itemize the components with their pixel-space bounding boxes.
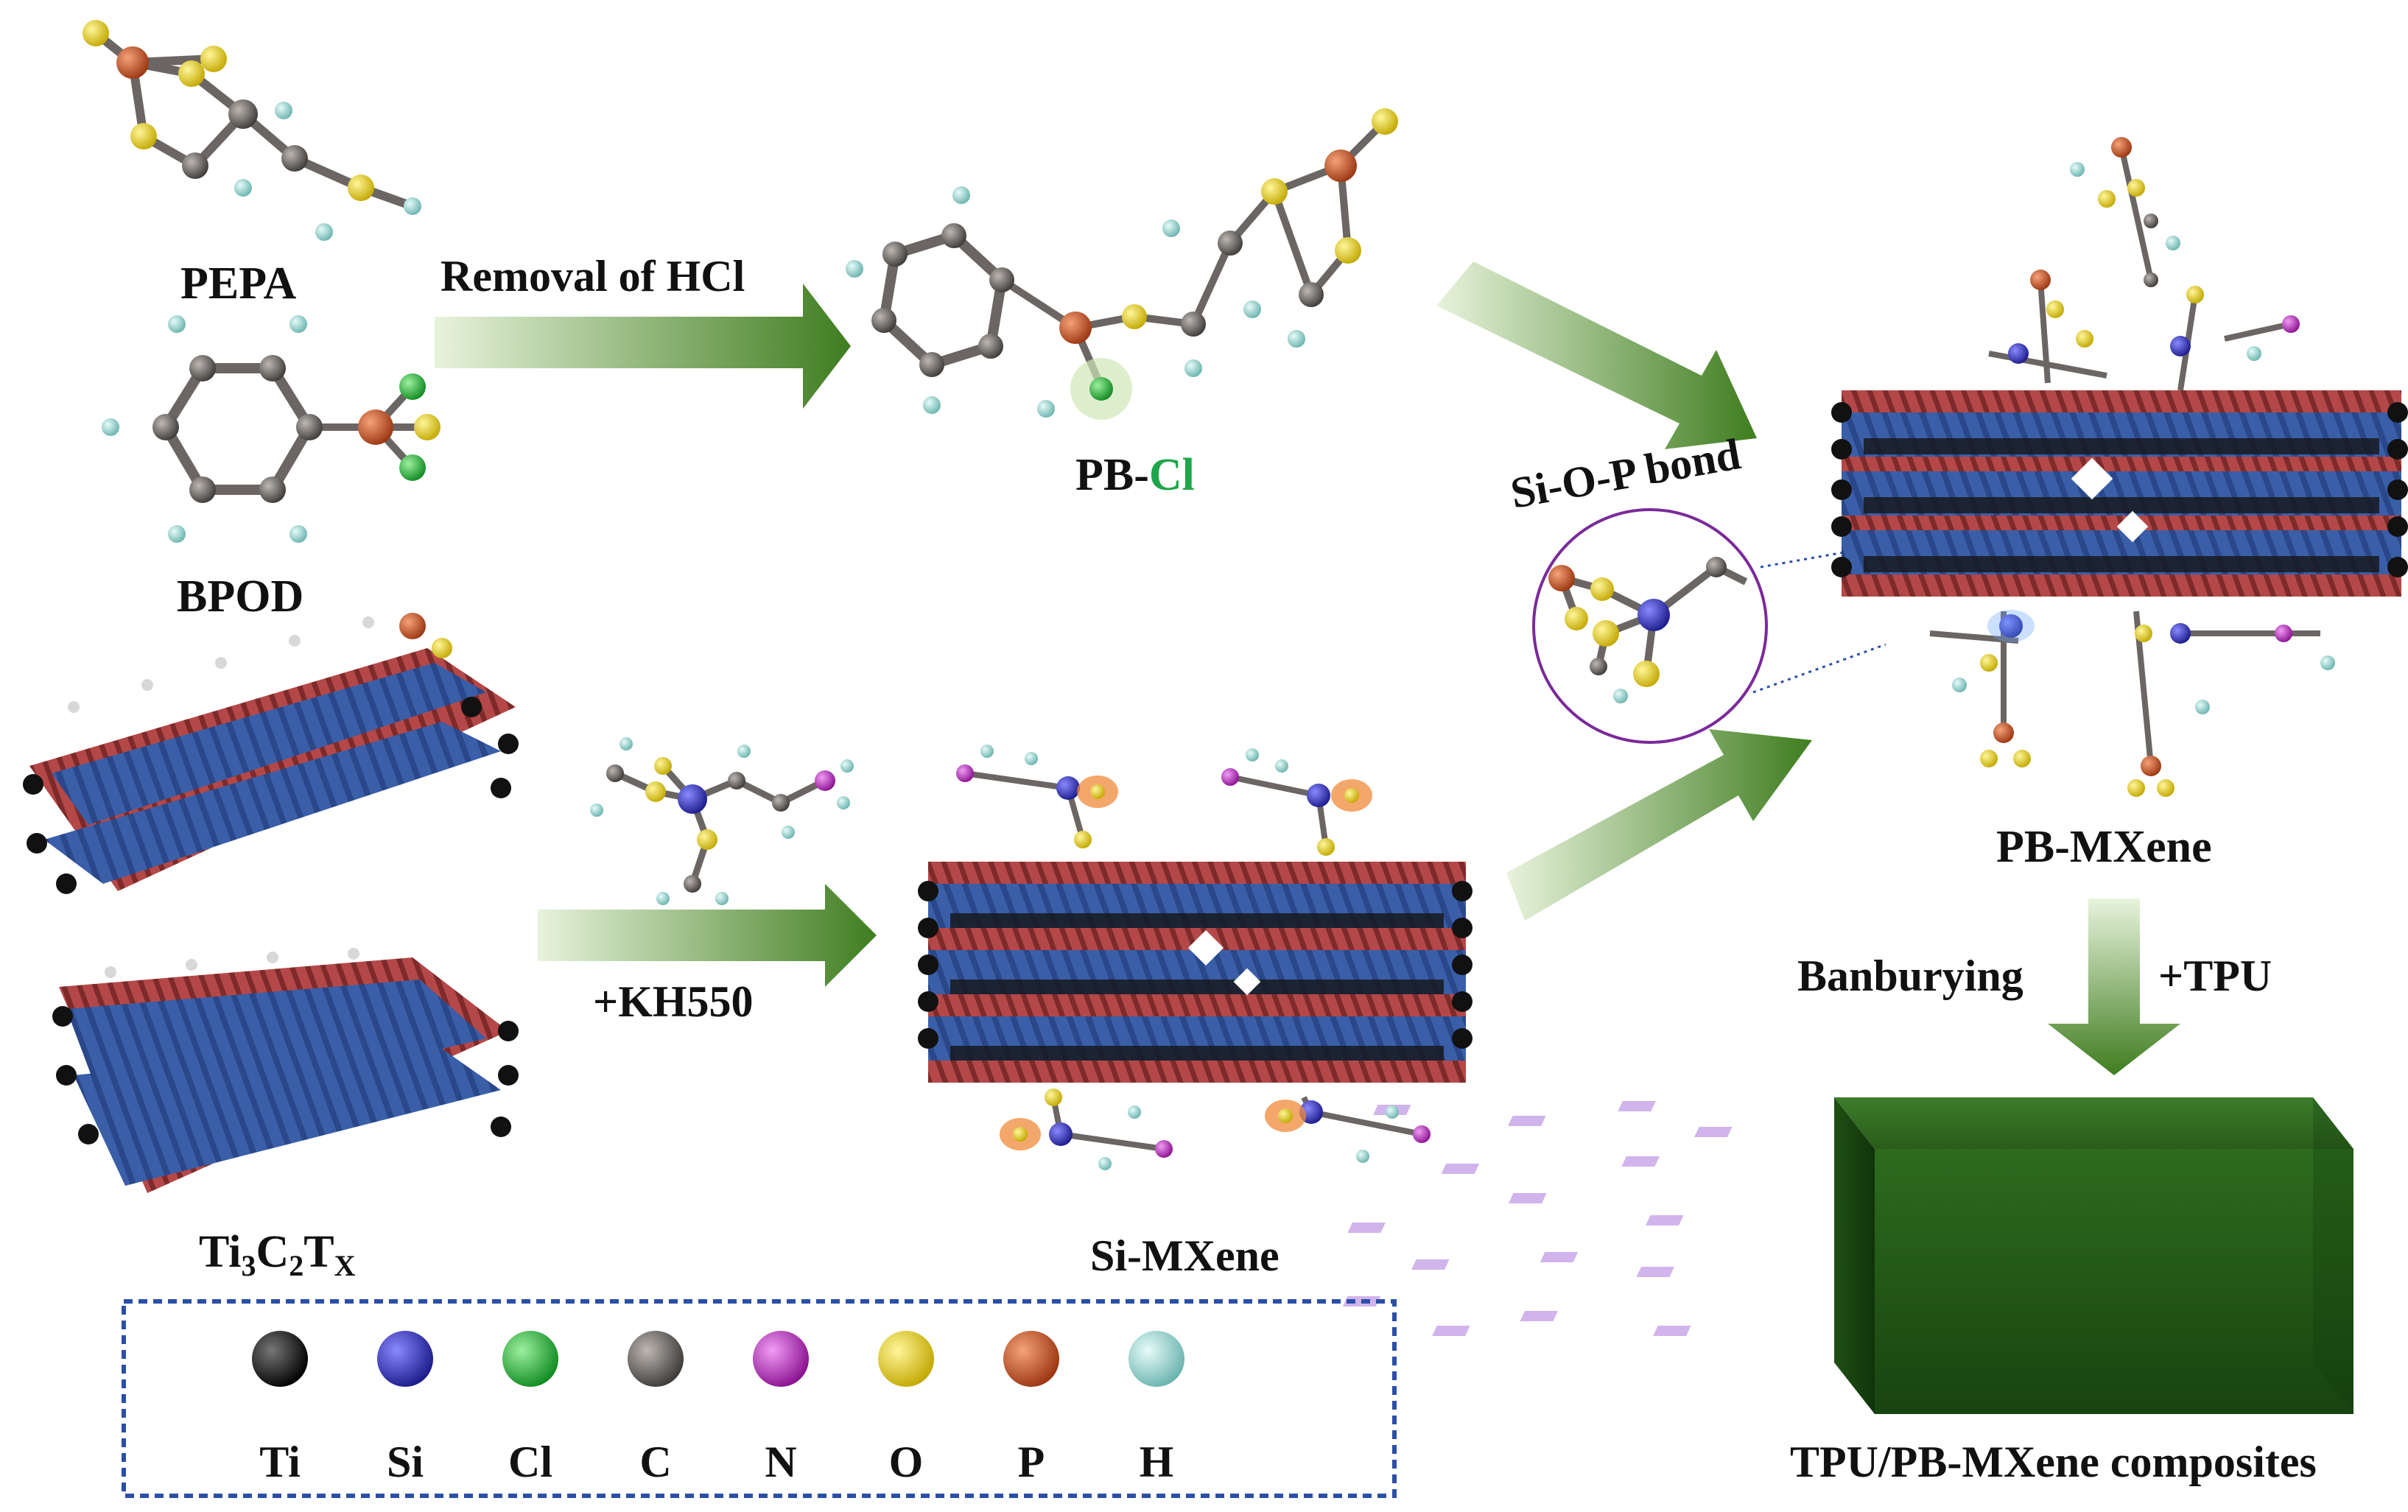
ti3c2tx-2: 2 [289,1249,303,1282]
legend-ball-cl [502,1331,558,1387]
pb-cl-suffix: Cl [1149,450,1195,500]
tpu-composite-block [1342,1097,2353,1414]
bpod-label: BPOD [177,572,303,622]
ti3c2tx-label: Ti3C2TX [199,1227,356,1282]
ti3c2tx-t: T [303,1227,334,1277]
pb-cl-prefix: PB- [1075,450,1149,500]
legend-label-h: H [1140,1438,1174,1486]
legend-label-n: N [765,1438,796,1486]
legend-ball-o [878,1331,934,1387]
pb-cl-label: PB-Cl [1075,450,1195,500]
arrow-to-pb-mxene-bottom [1506,729,1812,921]
ti3c2tx-c: C [256,1227,289,1277]
pb-mxene-structure [1831,137,2408,797]
plus-tpu-label: +TPU [2158,952,2272,1000]
element-legend: Ti Si Cl C N O P H [122,1299,1397,1498]
legend-ball-n [753,1331,809,1387]
legend-label-si: Si [387,1438,424,1486]
banburying-label: Banburying [1797,952,2023,1000]
ti3c2tx-stack-lower [52,948,519,1193]
arrow-banburying [2048,899,2180,1075]
ti3c2tx-x: X [334,1249,356,1282]
ti3c2tx-ti: Ti [199,1227,241,1277]
legend-ball-p [1003,1331,1059,1387]
ti3c2tx-stack-upper [23,613,519,894]
legend-ball-si [377,1331,433,1387]
legend-ball-ti [252,1331,308,1387]
arrow-removal-hcl [435,284,851,409]
si-mxene-label: Si-MXene [1090,1231,1280,1280]
legend-label-ti: Ti [259,1438,301,1486]
legend-label-p: P [1018,1438,1045,1486]
pepa-molecule [83,20,421,241]
legend-label-c: C [639,1438,671,1486]
legend-label-cl: Cl [508,1438,552,1486]
arrow-kh550 [538,884,877,987]
ti3c2tx-3: 3 [241,1249,256,1282]
composites-label: TPU/PB-MXene composites [1790,1438,2317,1486]
legend-ball-c [628,1331,684,1387]
pb-mxene-label: PB-MXene [1996,822,2212,872]
arrow-to-pb-mxene-top [1436,261,1757,449]
removal-hcl-label: Removal of HCl [440,252,745,300]
kh550-molecule [590,737,854,905]
si-o-p-bond-inset [1532,508,1886,744]
bpod-molecule [102,315,440,543]
si-o-p-bond-label: Si-O-P bond [1507,429,1744,518]
kh550-label: +KH550 [593,977,754,1026]
si-mxene-structure [918,745,1472,1170]
legend-label-o: O [889,1438,924,1486]
legend-ball-h [1128,1331,1184,1387]
pepa-label: PEPA [180,259,296,309]
pb-cl-molecule [846,108,1398,420]
